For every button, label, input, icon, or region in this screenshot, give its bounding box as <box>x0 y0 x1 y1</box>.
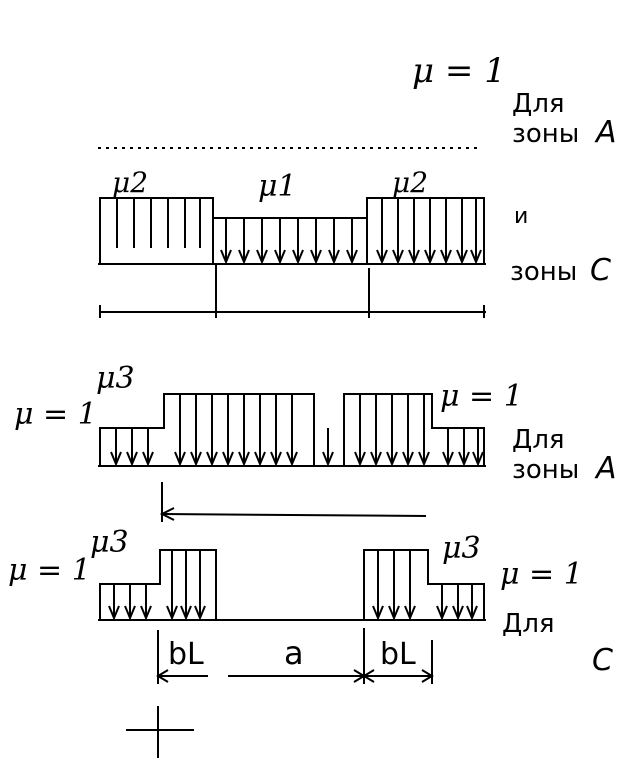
mu-one-right-label: μ = 1 <box>500 557 583 592</box>
zone-letter-a: A <box>594 115 617 150</box>
load-arrows-scheme-4 <box>108 550 478 621</box>
scheme-3-drift-load: μ = 1 μ3 μ = 1 Для зоны A <box>14 361 617 522</box>
mu-one-left-label: μ = 1 <box>14 397 97 432</box>
mu2-left-label: μ2 <box>112 166 148 199</box>
scheme-2-drift-load: μ2 μ1 μ2 и зоны C <box>98 166 611 318</box>
left-load-block <box>99 549 217 620</box>
cross-mark <box>126 706 194 758</box>
left-load-block <box>99 393 315 466</box>
mu-one-left-label: μ = 1 <box>8 553 91 588</box>
mu3-right-label: μ3 <box>442 531 481 566</box>
zone-letter-c: C <box>592 643 613 678</box>
mu3-left-label: μ3 <box>90 525 129 560</box>
caption-and: и <box>514 204 528 229</box>
caption-for: Для <box>502 609 555 639</box>
dimension-b-right: bL <box>380 637 416 672</box>
scheme-4-drift-load: μ = 1 μ3 μ3 μ = 1 bL a bL Для C <box>8 525 613 684</box>
caption-for: Для <box>512 89 565 119</box>
caption-for: Для <box>512 425 565 455</box>
right-load-block <box>366 197 485 264</box>
caption-zone: зоны <box>512 119 579 149</box>
mu-one-right-label: μ = 1 <box>440 379 523 414</box>
mu2-right-label: μ2 <box>392 166 428 199</box>
dimension-b-left: bL <box>168 637 204 672</box>
dimension-chain-scheme-4 <box>156 628 434 684</box>
load-arrows-scheme-3 <box>110 394 484 467</box>
mu-one-label: μ = 1 <box>412 51 506 91</box>
left-load-block <box>99 197 214 264</box>
caption-zone: зоны <box>510 257 577 287</box>
right-load-block <box>363 549 485 620</box>
zone-letter-c: C <box>590 253 611 288</box>
mu1-label: μ1 <box>258 169 297 204</box>
mu3-label: μ3 <box>96 361 135 396</box>
scheme-1-uniform-load: μ = 1 Для зоны A <box>98 51 617 150</box>
load-arrows-scheme-2 <box>116 198 482 265</box>
dimension-line-scheme-2 <box>99 264 486 318</box>
dimension-arrow-scheme-3 <box>159 482 427 522</box>
caption-zone: зоны <box>512 455 579 485</box>
zone-letter-a: A <box>594 451 617 486</box>
dimension-a: a <box>284 634 304 672</box>
right-load-block <box>343 393 485 466</box>
